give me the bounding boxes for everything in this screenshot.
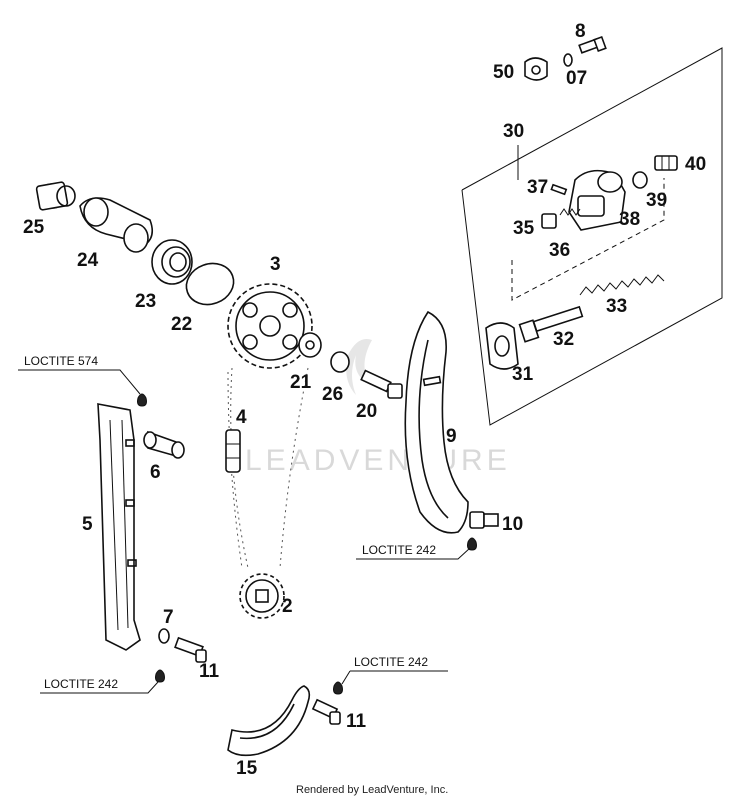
guide-15: [227, 685, 311, 757]
callout-21: 21: [290, 372, 312, 393]
spring-33: [579, 274, 665, 296]
callout-4: 4: [236, 407, 247, 428]
nut-35: [541, 213, 557, 229]
svg-text:LOCTITE 574: LOCTITE 574: [24, 354, 98, 368]
svg-text:LOCTITE 242: LOCTITE 242: [354, 655, 428, 669]
pin-37: [550, 183, 568, 196]
washer-07: [563, 53, 573, 67]
callout-40: 40: [685, 154, 706, 175]
loctite-242-note-right: LOCTITE 242: [356, 543, 471, 560]
svg-text:LOCTITE 242: LOCTITE 242: [44, 677, 118, 691]
callout-24: 24: [77, 250, 99, 271]
callout-9: 9: [446, 426, 457, 447]
bolt-8: [578, 35, 607, 54]
loctite-242-note-bottom: LOCTITE 242: [341, 655, 448, 685]
bolt-20: [360, 369, 403, 399]
bolt-32: [518, 305, 584, 343]
callout-2: 2: [282, 596, 293, 617]
credit-text: Rendered by LeadVenture, Inc.: [296, 784, 448, 796]
callout-22: 22: [171, 314, 192, 335]
spring-36: [559, 208, 581, 216]
shaft-24: [79, 197, 154, 253]
callout-5: 5: [82, 514, 93, 535]
circlip-22: [185, 262, 235, 306]
callout-10: 10: [502, 514, 523, 535]
loctite-574-note: LOCTITE 574: [18, 354, 141, 395]
callout-3: 3: [270, 254, 281, 275]
plug-40: [654, 155, 678, 171]
callout-50: 50: [493, 62, 514, 83]
needle-bearing-25: [35, 181, 76, 211]
callout-11-right: 11: [346, 711, 367, 732]
bolt-11-right: [311, 698, 341, 725]
seal-26: [330, 351, 350, 373]
callout-11-left: 11: [199, 661, 220, 682]
callout-33: 33: [606, 296, 627, 317]
loctite-drop-11-right: [333, 681, 343, 695]
loctite-drop-6: [137, 393, 147, 407]
washer-7: [158, 628, 170, 644]
callout-39: 39: [646, 190, 667, 211]
callout-20: 20: [356, 401, 377, 422]
callout-36: 36: [549, 240, 570, 261]
bolt-10: [469, 511, 499, 529]
guide-rail-5: [97, 403, 141, 651]
callout-32: 32: [553, 329, 574, 350]
washer-39: [632, 171, 648, 189]
callout-35: 35: [513, 218, 535, 239]
bolt-11-left: [174, 636, 207, 663]
callout-38: 38: [619, 209, 640, 230]
sprocket-2: [239, 573, 285, 619]
timing-chain-4: [225, 367, 309, 569]
svg-text:LEADVENTURE: LEADVENTURE: [245, 444, 511, 477]
sprocket-3: [227, 283, 313, 369]
callout-37: 37: [527, 177, 548, 198]
tensioner-housing-38: [568, 169, 626, 231]
callout-8: 8: [575, 21, 586, 42]
callout-23: 23: [135, 291, 156, 312]
bolt-6: [143, 430, 185, 459]
callout-31: 31: [512, 364, 534, 385]
svg-text:LOCTITE 242: LOCTITE 242: [362, 543, 436, 557]
gasket-31: [485, 322, 519, 370]
callout-26: 26: [322, 384, 343, 405]
ball-bearing-23: [151, 239, 193, 285]
washer-21: [298, 332, 322, 358]
loctite-drop-10: [467, 537, 477, 551]
assembly-outline: [461, 47, 723, 426]
guide-rail-9: [404, 310, 469, 534]
callout-25: 25: [23, 217, 45, 238]
callout-07: 07: [566, 68, 587, 89]
callout-6: 6: [150, 462, 161, 483]
clamp-50: [524, 57, 548, 81]
callout-7: 7: [163, 607, 174, 628]
loctite-242-note-left: LOCTITE 242: [40, 677, 159, 694]
callout-30: 30: [503, 121, 524, 142]
callout-15: 15: [236, 758, 258, 779]
loctite-drop-11-left: [155, 669, 165, 683]
